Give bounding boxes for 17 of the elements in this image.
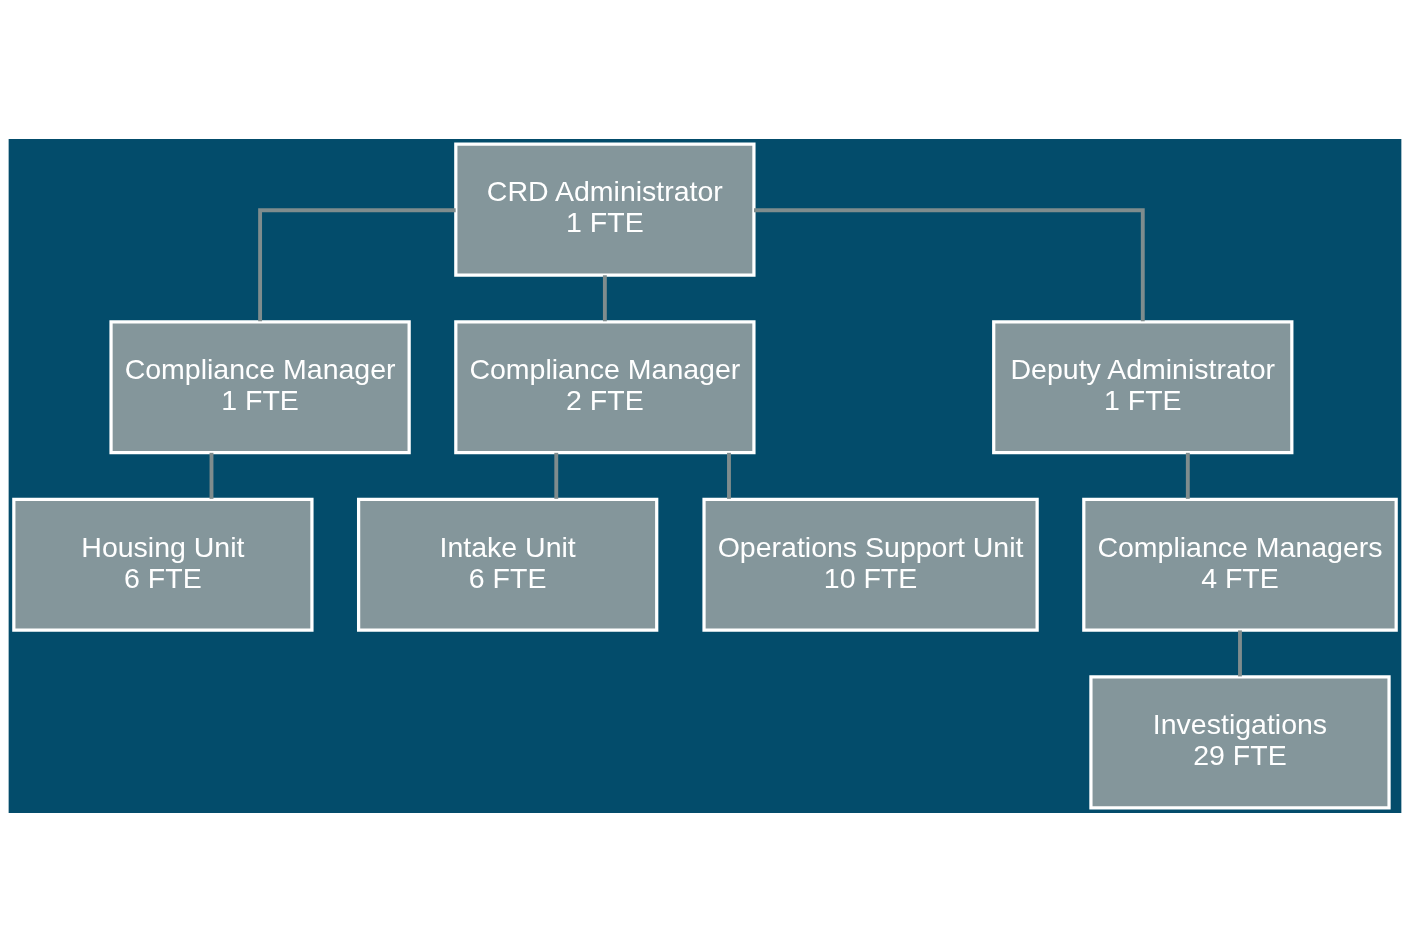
connector [554,452,559,499]
node-box: Operations Support Unit 10 FTE [702,497,1039,632]
node-box: CRD Administrator 1 FTE [454,142,756,277]
connector [754,208,1145,322]
node-box: Intake Unit 6 FTE [357,497,659,632]
node-box: Deputy Administrator 1 FTE [992,320,1294,455]
node-box: Compliance Manager 2 FTE [454,320,756,455]
node-box: Compliance Managers 4 FTE [1082,497,1398,632]
node-box: Investigations 29 FTE [1089,675,1391,810]
connector [1238,630,1242,677]
node-box: Compliance Manager 1 FTE [109,320,411,455]
connector [602,275,607,322]
connector [209,452,214,499]
connector [727,452,731,499]
connector [258,208,456,322]
node-box: Housing Unit 6 FTE [12,497,314,632]
connector [1185,452,1190,499]
